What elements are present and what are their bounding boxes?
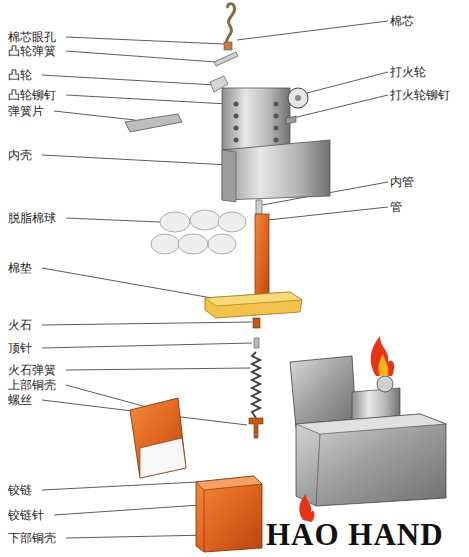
part-label: 棉芯眼孔: [8, 30, 56, 44]
lower-shell: [196, 476, 262, 552]
part-label: 打火轮: [390, 65, 426, 79]
lower-shell-top: [196, 476, 262, 490]
inner-case-side: [222, 150, 236, 202]
cam-spring: [214, 52, 238, 66]
flint-wheel: [288, 88, 308, 108]
part-label: 棉芯: [390, 14, 414, 28]
assembled-case-top: [296, 414, 446, 434]
part-label: 管: [390, 200, 402, 214]
lower-shell-edge: [204, 490, 205, 552]
assembled-case: [296, 414, 446, 506]
pin: [254, 338, 259, 348]
part-label: 下部铜壳: [8, 531, 56, 545]
cotton-balls: [151, 210, 246, 254]
watermark: HAO HAND: [266, 518, 444, 552]
wick-eyelet: [224, 42, 232, 50]
assembled-lid: [290, 356, 356, 428]
chimney: [222, 88, 290, 150]
flame-core: [378, 354, 388, 376]
part-label: 凸轮铆钉: [8, 88, 56, 102]
part-label: 脱脂棉球: [8, 211, 56, 225]
assembled-wheel: [377, 376, 393, 392]
upper-shell: [130, 398, 186, 478]
flint-wheel-hub: [295, 95, 301, 101]
part-label: 火石: [8, 318, 32, 332]
part-label: 火石弹簧: [8, 363, 56, 377]
part-label: 顶针: [8, 341, 32, 355]
part-label: 螺丝: [8, 393, 32, 407]
flint-spring: [252, 352, 260, 418]
chimney-holes: [234, 102, 279, 143]
wheel-rivet: [286, 116, 296, 124]
inner-tube: [256, 200, 262, 214]
upper-shell-inside: [140, 438, 186, 478]
part-label: 打火轮铆钉: [390, 88, 450, 102]
part-label: 铰链针: [8, 508, 44, 522]
part-label: 棉垫: [8, 261, 32, 275]
part-label: 内壳: [8, 148, 32, 162]
part-label: 凸轮弹簧: [8, 44, 56, 58]
screw: [249, 418, 263, 438]
part-label: 凸轮: [8, 68, 32, 82]
spring-plate: [125, 114, 182, 132]
part-label: 内管: [390, 175, 414, 189]
tube: [255, 214, 269, 304]
flame: [371, 336, 394, 376]
felt-pad: [205, 292, 302, 318]
part-label: 上部铜壳: [8, 378, 56, 392]
inner-case: [222, 140, 330, 200]
part-label: 弹簧片: [8, 104, 44, 118]
assembled-case-edge: [316, 434, 320, 506]
part-label: 铰链: [8, 483, 32, 497]
felt-pad-top: [205, 292, 302, 306]
wick: [226, 4, 234, 46]
flint: [253, 318, 260, 328]
